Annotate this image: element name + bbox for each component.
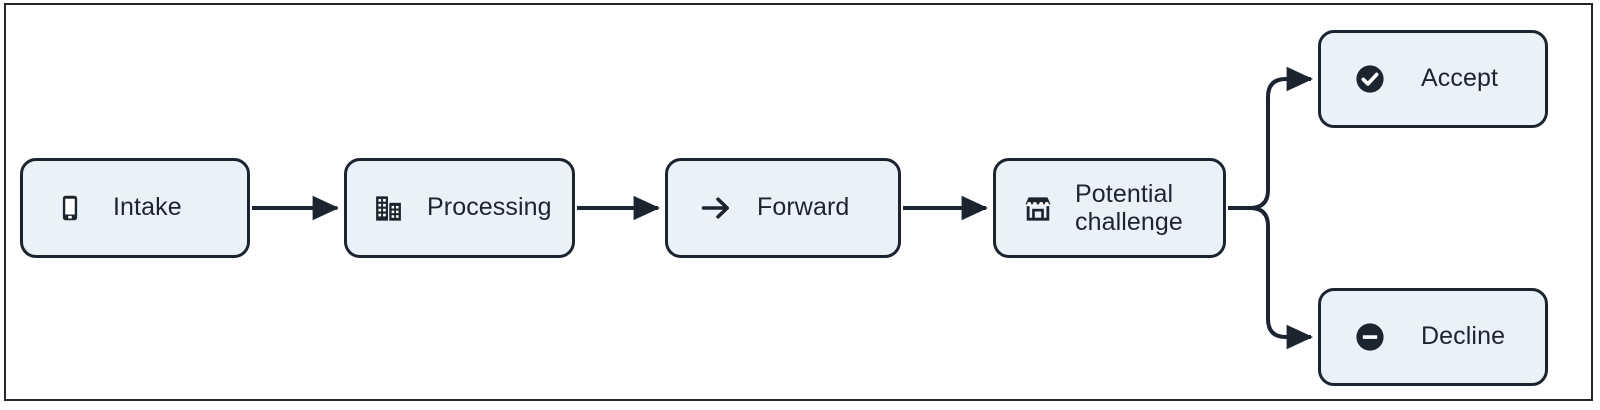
node-potential-challenge[interactable]: Potential challenge: [993, 158, 1226, 258]
node-accept[interactable]: Accept: [1318, 30, 1548, 128]
storefront-icon: [1021, 191, 1055, 225]
node-label-forward: Forward: [757, 193, 850, 222]
node-label-potential-challenge: Potential challenge: [1075, 179, 1183, 237]
office-building-icon: [371, 191, 405, 225]
minus-circle-icon: [1353, 320, 1387, 354]
node-processing[interactable]: Processing: [344, 158, 575, 258]
node-intake[interactable]: Intake: [20, 158, 250, 258]
node-label-intake: Intake: [113, 193, 182, 222]
arrow-right-icon: [699, 191, 733, 225]
node-label-accept: Accept: [1421, 64, 1499, 93]
node-label-decline: Decline: [1421, 322, 1506, 351]
check-circle-icon: [1353, 62, 1387, 96]
edge-potential-decline: [1228, 206, 1314, 350]
node-forward[interactable]: Forward: [665, 158, 901, 258]
node-label-processing: Processing: [427, 193, 552, 222]
smartphone-icon: [53, 191, 87, 225]
node-decline[interactable]: Decline: [1318, 288, 1548, 386]
edge-potential-accept: [1228, 66, 1314, 210]
